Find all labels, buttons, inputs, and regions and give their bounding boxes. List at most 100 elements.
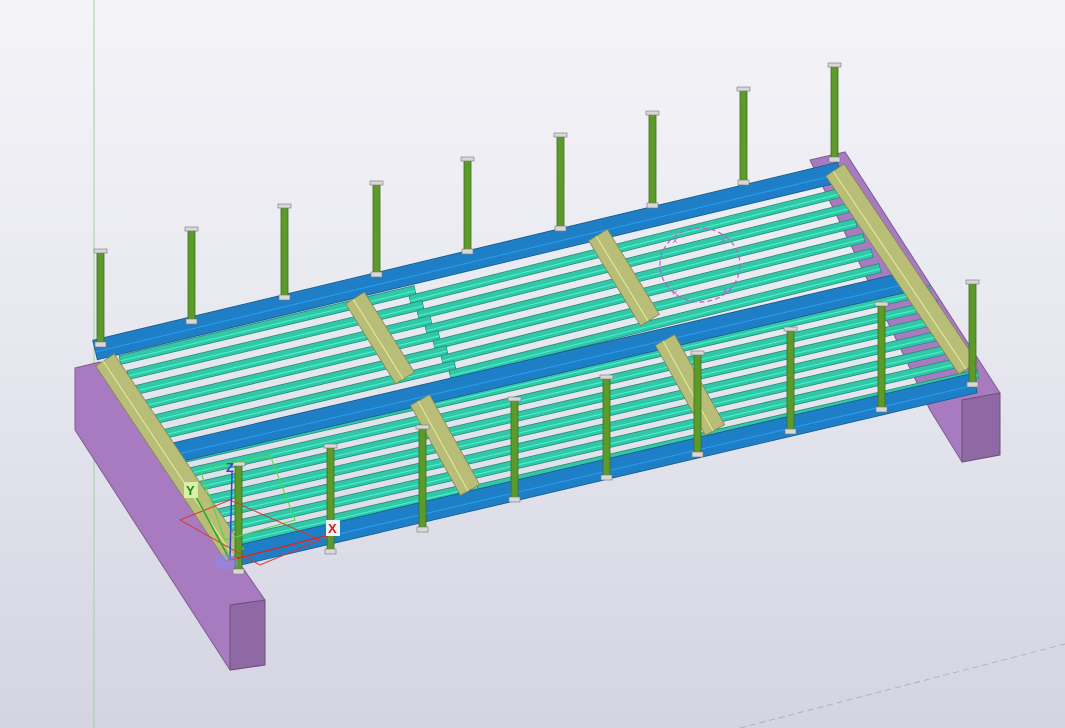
post-back[interactable] xyxy=(280,206,289,299)
post-back-cap[interactable] xyxy=(460,156,475,162)
post-back[interactable] xyxy=(463,159,472,253)
selection-marker: × xyxy=(720,236,726,247)
concrete-support-left-end[interactable] xyxy=(229,599,266,671)
post-back[interactable] xyxy=(739,89,748,184)
post-back-cap[interactable] xyxy=(553,132,568,138)
post-front-base[interactable] xyxy=(324,548,337,555)
post-back-base[interactable] xyxy=(461,248,474,255)
cross-plate-highlight[interactable] xyxy=(102,360,234,557)
post-front-cap[interactable] xyxy=(415,424,430,430)
post-front-cap[interactable] xyxy=(507,396,522,402)
secondary-beam-highlight[interactable] xyxy=(442,253,873,362)
post-back-base[interactable] xyxy=(646,202,659,209)
post-front-base[interactable] xyxy=(232,568,245,575)
post-front[interactable] xyxy=(877,304,886,411)
post-back-base[interactable] xyxy=(94,341,107,348)
secondary-beam-highlight[interactable] xyxy=(418,208,849,317)
post-back-base[interactable] xyxy=(737,179,750,186)
axis-gizmo[interactable]: Y Z X xyxy=(178,454,340,570)
post-front[interactable] xyxy=(234,464,243,573)
gizmo-plane-yz xyxy=(199,454,296,541)
gizmo-origin xyxy=(214,554,238,570)
cross-plate[interactable] xyxy=(409,394,481,496)
post-front-cap[interactable] xyxy=(874,301,889,307)
secondary-beam-highlight[interactable] xyxy=(450,268,881,377)
gizmo-y-axis xyxy=(194,494,231,561)
post-back-cap[interactable] xyxy=(645,110,660,116)
post-front[interactable] xyxy=(602,377,611,479)
secondary-beam-highlight[interactable] xyxy=(410,193,841,302)
post-back-cap[interactable] xyxy=(827,62,842,68)
cross-plate[interactable] xyxy=(654,334,726,436)
gizmo-z-label: Z xyxy=(226,460,234,475)
post-front-cap[interactable] xyxy=(323,443,338,449)
gizmo-x-label-bg xyxy=(326,520,340,536)
concrete-support-right-end[interactable] xyxy=(961,392,1001,463)
cross-plate-highlight[interactable] xyxy=(832,170,967,370)
post-back-base[interactable] xyxy=(828,156,841,163)
post-back-cap[interactable] xyxy=(277,203,292,209)
post-back-base[interactable] xyxy=(370,271,383,278)
secondary-beam[interactable] xyxy=(432,233,866,350)
gizmo-x-axis xyxy=(229,534,331,561)
gizmo-z-axis xyxy=(229,471,233,561)
post-back[interactable] xyxy=(187,229,196,323)
selection-ellipse xyxy=(659,227,741,303)
cross-plate-highlight[interactable] xyxy=(352,298,404,380)
post-front-base[interactable] xyxy=(600,474,613,481)
gizmo-x-label: X xyxy=(328,521,337,536)
post-back-cap[interactable] xyxy=(736,86,751,92)
post-front-cap[interactable] xyxy=(599,374,614,380)
selection-marker: × xyxy=(672,236,678,247)
secondary-beam-highlight[interactable] xyxy=(434,238,865,347)
secondary-beam[interactable] xyxy=(448,263,882,380)
post-back-base[interactable] xyxy=(278,294,291,301)
cross-plate-highlight[interactable] xyxy=(595,235,649,322)
secondary-beam-highlight[interactable] xyxy=(191,430,447,490)
post-back-cap[interactable] xyxy=(369,180,384,186)
cross-plate-highlight[interactable] xyxy=(662,340,714,432)
secondary-beam[interactable] xyxy=(118,285,417,365)
cross-plate-highlight[interactable] xyxy=(417,400,469,492)
post-front-base[interactable] xyxy=(784,428,797,435)
work-plane-line xyxy=(739,643,1065,728)
post-front-cap[interactable] xyxy=(783,326,798,332)
post-back-cap[interactable] xyxy=(184,226,199,232)
post-back[interactable] xyxy=(830,65,839,161)
post-back-base[interactable] xyxy=(185,318,198,325)
post-front[interactable] xyxy=(693,353,702,456)
secondary-beam-highlight[interactable] xyxy=(426,223,857,332)
selection-marker: × xyxy=(722,286,728,297)
post-back-base[interactable] xyxy=(554,225,567,232)
post-front-base[interactable] xyxy=(508,496,521,503)
secondary-beam-highlight[interactable] xyxy=(183,416,439,476)
post-front-base[interactable] xyxy=(875,406,888,413)
post-front-base[interactable] xyxy=(966,381,979,388)
post-back[interactable] xyxy=(372,183,381,276)
post-back-cap[interactable] xyxy=(93,248,108,254)
selection-circle[interactable]: × × × × xyxy=(659,227,741,303)
secondary-beam[interactable] xyxy=(440,248,874,365)
post-front-cap[interactable] xyxy=(965,279,980,285)
primary-beam-middle-highlight[interactable] xyxy=(165,281,916,458)
post-front[interactable] xyxy=(418,427,427,531)
secondary-beam-highlight[interactable] xyxy=(223,486,479,546)
post-front[interactable] xyxy=(968,282,977,386)
post-front-base[interactable] xyxy=(416,526,429,533)
post-front-base[interactable] xyxy=(691,451,704,458)
post-front[interactable] xyxy=(786,329,795,433)
post-back[interactable] xyxy=(648,113,657,207)
secondary-beam-highlight[interactable] xyxy=(215,472,471,532)
gizmo-plane-xy xyxy=(178,499,322,566)
beam-group xyxy=(92,161,980,566)
post-back[interactable] xyxy=(96,251,105,346)
post-front[interactable] xyxy=(510,399,519,501)
primary-beam-back-highlight[interactable] xyxy=(95,173,841,353)
gizmo-y-label-bg xyxy=(184,482,198,498)
post-back[interactable] xyxy=(556,135,565,230)
post-front-cap[interactable] xyxy=(690,350,705,356)
gizmo-y-label: Y xyxy=(186,483,195,498)
post-group xyxy=(93,62,980,575)
